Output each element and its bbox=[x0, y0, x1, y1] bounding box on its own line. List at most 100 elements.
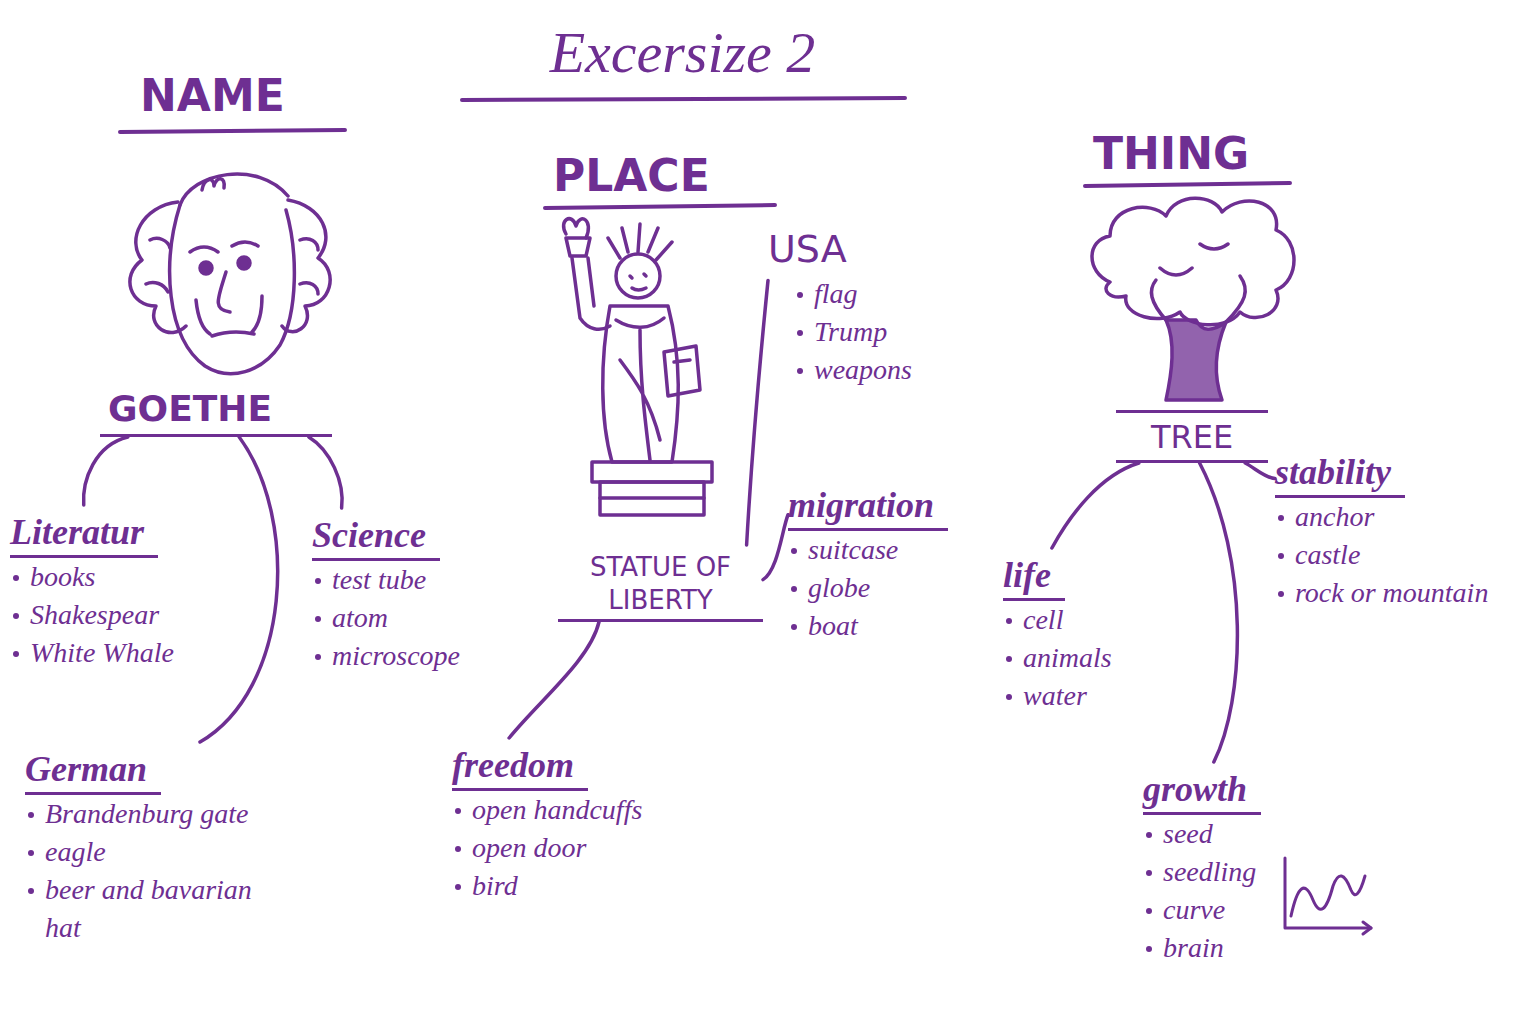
list-item: seed bbox=[1143, 815, 1261, 853]
drawing-stroke bbox=[564, 219, 589, 238]
list-item-text: microscope bbox=[332, 640, 460, 671]
bullet-dot bbox=[1146, 832, 1152, 838]
list-item: test tube bbox=[312, 561, 460, 599]
branch-heading: USA bbox=[768, 228, 861, 275]
list-item-text: curve bbox=[1163, 894, 1225, 925]
list-item-text: open door bbox=[472, 832, 586, 863]
list-item-text: suitcase bbox=[808, 534, 898, 565]
bullet-dot bbox=[455, 846, 461, 852]
branch-node: stabilityanchorcastle rock or mountain bbox=[1275, 445, 1488, 612]
branch-connector bbox=[509, 622, 599, 738]
drawing-stroke bbox=[600, 482, 704, 515]
branch-connector bbox=[1200, 463, 1238, 762]
list-item-text: atom bbox=[332, 602, 388, 633]
list-item: cell bbox=[1003, 601, 1112, 639]
branch-node: GermanBrandenburg gate eagle beer and bava… bbox=[25, 742, 275, 947]
list-item: atom bbox=[312, 599, 460, 637]
drawing-stroke bbox=[238, 257, 250, 269]
drawing-stroke bbox=[600, 496, 704, 500]
drawing-stroke bbox=[212, 332, 254, 336]
central-topic-node: TREE bbox=[1116, 404, 1268, 463]
list-item: globe bbox=[788, 569, 948, 607]
bullet-dot bbox=[1006, 694, 1012, 700]
list-item-text: Shakespear bbox=[30, 599, 159, 630]
list-item: open door bbox=[452, 829, 642, 867]
branch-node: freedomopen handcuffs open door bird bbox=[452, 738, 642, 905]
list-item-text: brain bbox=[1163, 932, 1224, 963]
list-item: rock or mountain bbox=[1275, 574, 1488, 612]
heading-underlines bbox=[120, 98, 1290, 208]
list-item-text: seed bbox=[1163, 818, 1213, 849]
central-topic-node: STATUE OF LIBERTY bbox=[558, 545, 763, 622]
list-item: seedling bbox=[1143, 853, 1261, 891]
drawing-stroke bbox=[616, 318, 664, 460]
drawing-stroke bbox=[120, 130, 345, 132]
list-item-text: flag bbox=[814, 278, 858, 309]
branch-connector bbox=[763, 515, 788, 580]
list-item: open handcuffs bbox=[452, 791, 642, 829]
list-item: anchor bbox=[1275, 498, 1488, 536]
bullet-dot bbox=[315, 578, 321, 584]
bullet-dot bbox=[13, 575, 19, 581]
list-item-text: eagle bbox=[45, 836, 106, 867]
branch-heading: freedom bbox=[452, 744, 588, 791]
list-item: curve bbox=[1143, 891, 1261, 929]
list-item-text: open handcuffs bbox=[472, 794, 642, 825]
list-item-text: Brandenburg gate bbox=[45, 798, 249, 829]
goethe-portrait bbox=[130, 174, 330, 374]
list-item: Shakespear bbox=[10, 596, 174, 634]
drawing-stroke bbox=[218, 272, 230, 312]
bullet-dot bbox=[28, 812, 34, 818]
branch-heading: life bbox=[1003, 554, 1065, 601]
list-item: eagle bbox=[25, 833, 275, 871]
bullet-dot bbox=[1278, 553, 1284, 559]
drawing-stroke bbox=[1085, 183, 1290, 186]
bullet-dot bbox=[791, 586, 797, 592]
list-item-text: bird bbox=[472, 870, 518, 901]
bullet-dot bbox=[1006, 656, 1012, 662]
branch-heading: German bbox=[25, 748, 161, 795]
list-item: boat bbox=[788, 607, 948, 645]
drawing-stroke bbox=[572, 258, 610, 329]
drawing-stroke bbox=[664, 346, 700, 396]
list-item-text: water bbox=[1023, 680, 1087, 711]
drawing-stroke bbox=[608, 224, 672, 260]
bullet-dot bbox=[13, 651, 19, 657]
branch-node: Sciencetest tubeatommicroscope bbox=[312, 508, 460, 675]
column-heading: PLACE bbox=[553, 150, 710, 202]
drawing-stroke bbox=[1160, 244, 1228, 275]
central-topic-node: GOETHE bbox=[100, 380, 332, 437]
list-item: castle bbox=[1275, 536, 1488, 574]
list-item-text: books bbox=[30, 561, 95, 592]
list-item: Trump bbox=[794, 313, 912, 351]
tree-drawing bbox=[1092, 198, 1294, 400]
bullet-dot bbox=[28, 850, 34, 856]
list-item-text: test tube bbox=[332, 564, 426, 595]
list-item: weapons bbox=[794, 351, 912, 389]
branch-heading: stability bbox=[1275, 451, 1405, 498]
branch-connector bbox=[309, 437, 342, 508]
list-item-text: animals bbox=[1023, 642, 1112, 673]
bullet-dot bbox=[1146, 870, 1152, 876]
drawing-stroke bbox=[462, 98, 905, 100]
list-item: animals bbox=[1003, 639, 1112, 677]
list-item-text: beer and bavarian hat bbox=[45, 874, 252, 943]
bullet-dot bbox=[455, 808, 461, 814]
drawing-stroke bbox=[566, 238, 590, 256]
bullet-dot bbox=[791, 548, 797, 554]
list-item: bird bbox=[452, 867, 642, 905]
drawing-stroke bbox=[630, 274, 646, 290]
drawing-stroke bbox=[146, 238, 170, 292]
branch-node: growthseedseedlingcurvebrain bbox=[1143, 762, 1261, 967]
drawing-stroke bbox=[196, 296, 262, 334]
bullet-dot bbox=[1278, 591, 1284, 597]
list-item-text: globe bbox=[808, 572, 870, 603]
list-item-text: castle bbox=[1295, 539, 1360, 570]
bullet-dot bbox=[13, 613, 19, 619]
list-item: beer and bavarian hat bbox=[25, 871, 275, 947]
central-topic: GOETHE bbox=[100, 386, 332, 437]
column-heading: NAME bbox=[140, 70, 285, 122]
drawing-stroke bbox=[190, 242, 258, 252]
list-item: flag bbox=[794, 275, 912, 313]
